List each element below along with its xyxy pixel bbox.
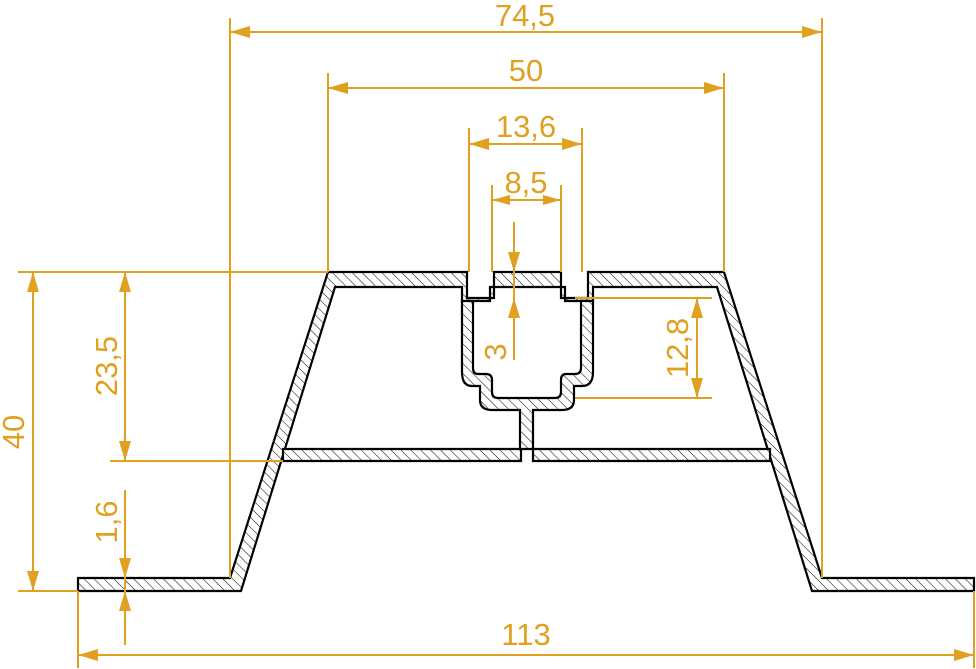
slot-channel [460, 299, 595, 451]
dimension-labels: 74,5 50 13,6 8,5 113 40 23,5 1,6 3 12,8 [0, 0, 695, 652]
dim-flange-thickness: 1,6 [89, 500, 124, 543]
cross-plate-right [531, 447, 772, 463]
aluminium-profile [76, 270, 976, 593]
dim-slot-width: 13,6 [496, 109, 556, 144]
dim-upper-height: 23,5 [89, 336, 124, 396]
dim-overall-width: 113 [501, 617, 550, 652]
dim-wall-thickness: 3 [478, 343, 513, 360]
dim-slot-opening: 8,5 [504, 165, 547, 200]
dim-slot-depth: 12,8 [660, 318, 695, 378]
dimension-lines [18, 18, 975, 668]
dim-total-height: 40 [0, 415, 31, 449]
dim-top-outer-width: 74,5 [495, 0, 555, 33]
dim-top-inner-width: 50 [509, 53, 543, 88]
cross-plate [281, 447, 523, 463]
